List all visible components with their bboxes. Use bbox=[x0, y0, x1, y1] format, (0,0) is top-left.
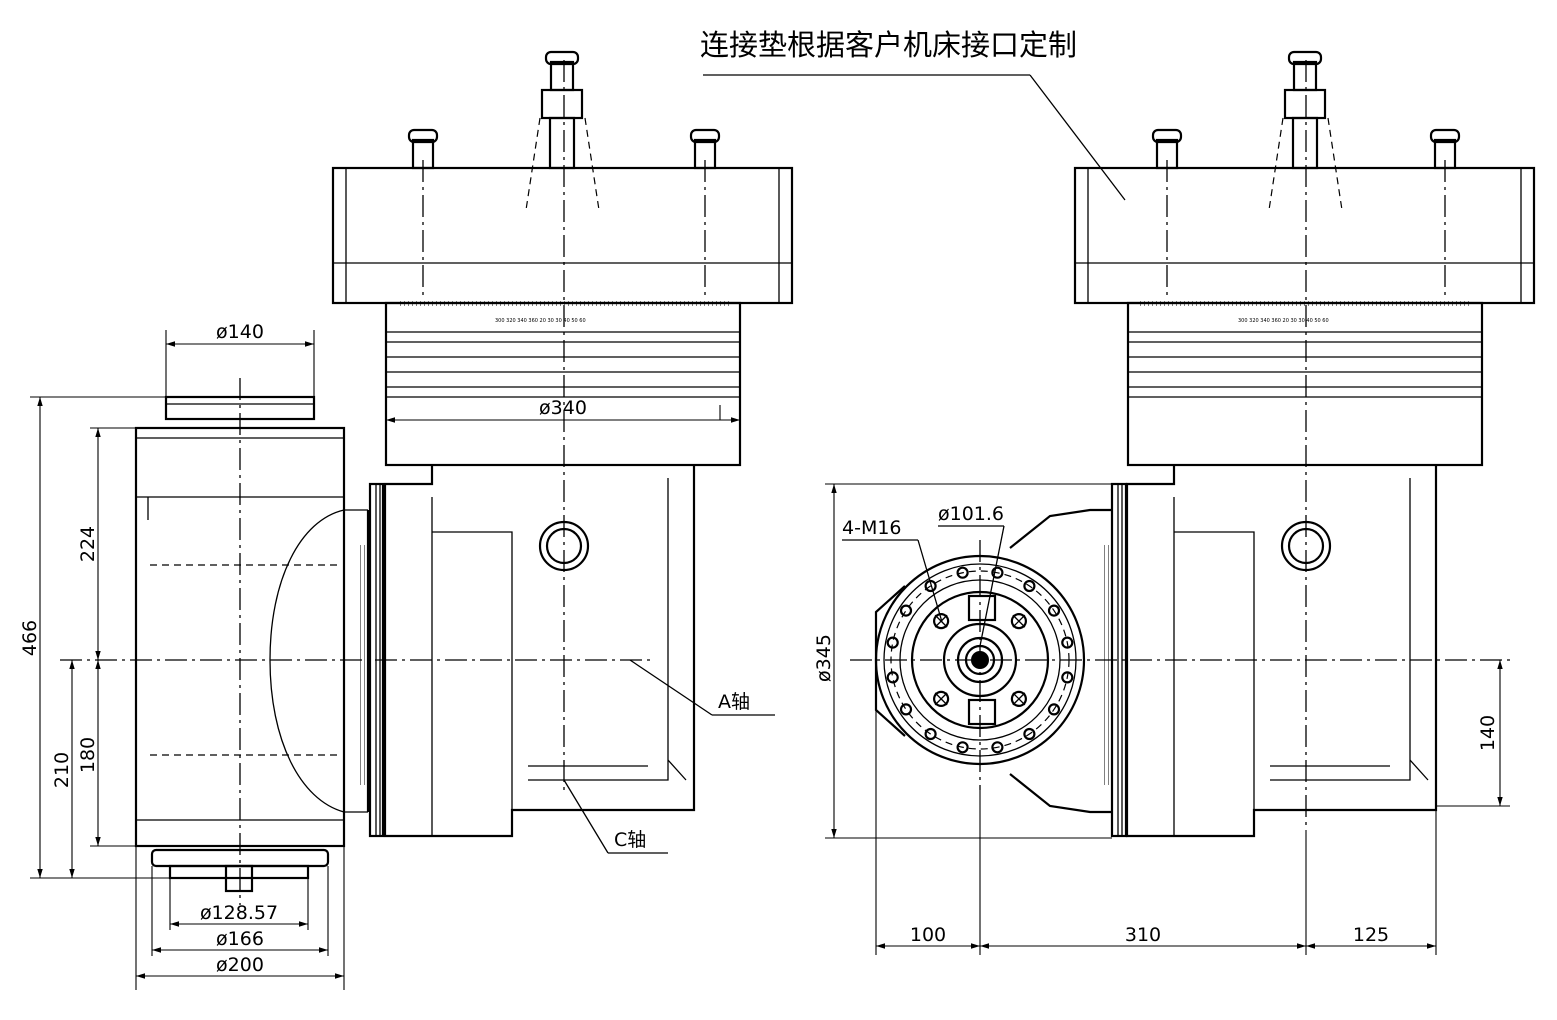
end-housing bbox=[1125, 465, 1438, 838]
bolt-hole bbox=[1023, 727, 1036, 741]
front-housing bbox=[383, 465, 696, 838]
c-axis-callout: C轴 bbox=[563, 779, 668, 854]
dim-d128: ø128.57 bbox=[169, 878, 309, 930]
svg-text:ø340: ø340 bbox=[539, 397, 587, 419]
note-leader bbox=[703, 74, 1126, 201]
bolt-hole bbox=[1023, 579, 1036, 593]
customization-note: 连接垫根据客户机床接口定制 bbox=[700, 28, 1077, 62]
front-ribbed-neck bbox=[384, 301, 742, 467]
dim-h224: 224 bbox=[77, 427, 136, 660]
svg-text:A轴: A轴 bbox=[718, 691, 750, 713]
dim-w100: 100 bbox=[910, 924, 946, 946]
dim-m16: 4-M16 bbox=[842, 517, 943, 623]
svg-text:180: 180 bbox=[77, 737, 99, 773]
end-studs bbox=[1151, 50, 1461, 211]
dim-d101: ø101.6 bbox=[938, 503, 1005, 647]
bolt-hole bbox=[899, 703, 913, 716]
dim-h140: 140 bbox=[1436, 660, 1510, 807]
side-body bbox=[134, 426, 370, 848]
dim-h180: 180 bbox=[77, 660, 136, 847]
dim-w310: 310 bbox=[1125, 924, 1161, 946]
dim-d140: ø140 bbox=[165, 321, 315, 397]
m16-hole bbox=[933, 690, 950, 707]
bolt-hole bbox=[991, 566, 1004, 579]
bolt-hole bbox=[1061, 636, 1074, 649]
disc-bolt-holes bbox=[886, 566, 1074, 754]
dim-w125: 125 bbox=[1353, 924, 1389, 946]
side-view bbox=[60, 378, 655, 905]
dim-h210: 210 bbox=[51, 660, 75, 878]
svg-text:300 320 340 360 20 30 30: 300 320 340 360 20 30 30 40 50 60 bbox=[495, 318, 586, 324]
svg-text:224: 224 bbox=[77, 526, 99, 562]
bolt-hole bbox=[886, 671, 899, 684]
svg-text:140: 140 bbox=[1477, 715, 1499, 751]
front-studs bbox=[407, 50, 721, 211]
a-axis-callout: A轴 bbox=[629, 659, 775, 716]
svg-text:ø101.6: ø101.6 bbox=[938, 503, 1004, 525]
dim-d340: ø340 bbox=[386, 397, 740, 423]
svg-text:ø128.57: ø128.57 bbox=[200, 902, 278, 924]
disc-threaded-holes-m16 bbox=[933, 613, 1027, 707]
dim-w100-310-125 bbox=[875, 612, 1437, 955]
bolt-hole bbox=[886, 636, 899, 649]
bolt-hole bbox=[1061, 671, 1074, 684]
svg-text:4-M16: 4-M16 bbox=[842, 517, 902, 539]
svg-text:300 320 340 360 20 30 30: 300 320 340 360 20 30 30 40 50 60 bbox=[1238, 318, 1329, 324]
svg-text:ø140: ø140 bbox=[216, 321, 264, 343]
dim-d345: ø345 bbox=[813, 483, 1112, 839]
m16-hole bbox=[1010, 613, 1027, 630]
svg-text:ø200: ø200 bbox=[216, 954, 264, 976]
dim-d200: ø200 bbox=[135, 846, 345, 990]
end-view: 300 320 340 360 20 30 30 40 50 60 bbox=[850, 50, 1536, 838]
end-ribbed-neck bbox=[1126, 301, 1484, 467]
front-adapter-plate bbox=[331, 166, 794, 305]
svg-text:ø166: ø166 bbox=[216, 928, 264, 950]
svg-text:C轴: C轴 bbox=[614, 829, 646, 851]
bolt-hole bbox=[956, 741, 969, 754]
bolt-hole bbox=[899, 604, 913, 617]
svg-text:210: 210 bbox=[51, 752, 73, 788]
bolt-hole bbox=[991, 741, 1004, 754]
bolt-hole bbox=[956, 566, 969, 579]
bolt-hole bbox=[1047, 703, 1061, 716]
svg-text:ø345: ø345 bbox=[813, 634, 835, 682]
dim-d166: ø166 bbox=[151, 866, 329, 956]
bolt-hole bbox=[924, 727, 937, 741]
end-adapter-plate bbox=[1073, 166, 1536, 305]
m16-hole bbox=[1010, 690, 1027, 707]
svg-text:466: 466 bbox=[19, 620, 41, 656]
bolt-hole bbox=[1047, 604, 1061, 617]
dim-h466: 466 bbox=[19, 396, 170, 879]
front-view: 300 320 340 360 20 30 30 40 50 60 bbox=[331, 50, 794, 838]
